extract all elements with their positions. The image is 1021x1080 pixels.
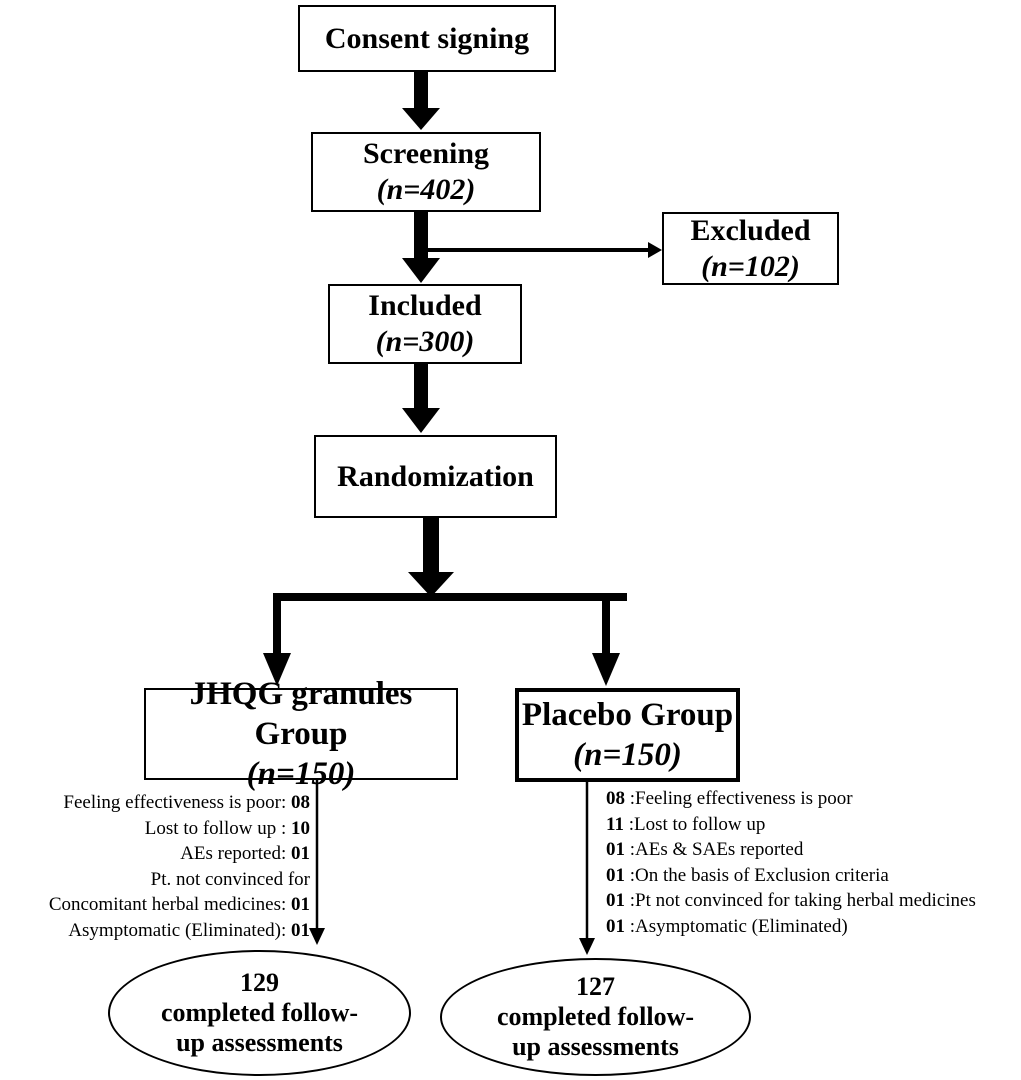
screening-box: Screening (n=402) [311,132,541,212]
excluded-title: Excluded [690,213,811,247]
jhqg-group-title: JHQG granules Group [189,676,413,752]
jhqg-group-count: (n=150) [246,756,356,792]
arrow-randomization-to-groups [263,518,627,686]
arrow-screening-to-included [402,212,440,283]
placebo-group-box: Placebo Group (n=150) [515,688,740,782]
screening-title: Screening [362,137,490,170]
arrow-included-to-randomization [402,364,440,433]
jhqg-dropout-item: AEs reported: 01 [180,843,310,864]
arrow-jhqg-to-completed [309,780,325,945]
placebo-completed-oval: 127 completed follow-up assessments [440,958,751,1076]
jhqg-dropout-item: Concomitant herbal medicines: 01 [48,894,310,915]
placebo-dropout-list: 08 :Feeling effectiveness is poor 11 :Lo… [606,786,1021,939]
jhqg-dropout-list: Feeling effectiveness is poor: 08 Lost t… [0,790,310,943]
jhqg-dropout-item: Asymptomatic (Eliminated): 01 [68,919,310,941]
placebo-group-count: (n=150) [573,737,682,773]
excluded-box: Excluded (n=102) [662,212,839,285]
jhqg-completed-oval: 129 completed follow-up assessments [108,950,411,1076]
placebo-dropout-item: 01 :AEs & SAEs reported [606,839,804,860]
randomization-box: Randomization [314,435,557,518]
arrow-placebo-to-completed [579,782,595,955]
placebo-completed-label: completed follow-up assessments [496,1002,695,1061]
placebo-group-title: Placebo Group [521,697,734,733]
placebo-dropout-item: 01 :Asymptomatic (Eliminated) [606,915,848,937]
jhqg-group-box: JHQG granules Group (n=150) [144,676,458,792]
jhqg-dropout-item: Lost to follow up : 10 [144,817,310,839]
included-box: Included (n=300) [328,284,522,364]
included-title: Included [368,289,482,322]
arrow-consent-to-screening [402,72,440,130]
placebo-dropout-item: 01 :Pt not convinced for taking herbal m… [606,890,976,911]
jhqg-completed-count: 129 [240,968,279,997]
placebo-dropout-item: 08 :Feeling effectiveness is poor [606,788,853,809]
jhqg-dropout-item: Pt. not convinced for [150,868,310,890]
placebo-dropout-item: 01 :On the basis of Exclusion criteria [606,864,889,886]
excluded-count: (n=102) [701,249,800,283]
consent-title: Consent signing [324,21,530,55]
consent-box: Consent signing [298,5,556,72]
randomization-title: Randomization [337,459,534,493]
jhqg-dropout-item: Feeling effectiveness is poor: 08 [63,792,310,813]
arrow-to-excluded [428,242,662,258]
placebo-dropout-item: 11 :Lost to follow up [606,813,766,835]
placebo-completed-count: 127 [576,972,615,1001]
included-count: (n=300) [375,325,475,358]
jhqg-completed-label: completed follow-up assessments [160,998,359,1057]
screening-count: (n=402) [376,173,476,206]
